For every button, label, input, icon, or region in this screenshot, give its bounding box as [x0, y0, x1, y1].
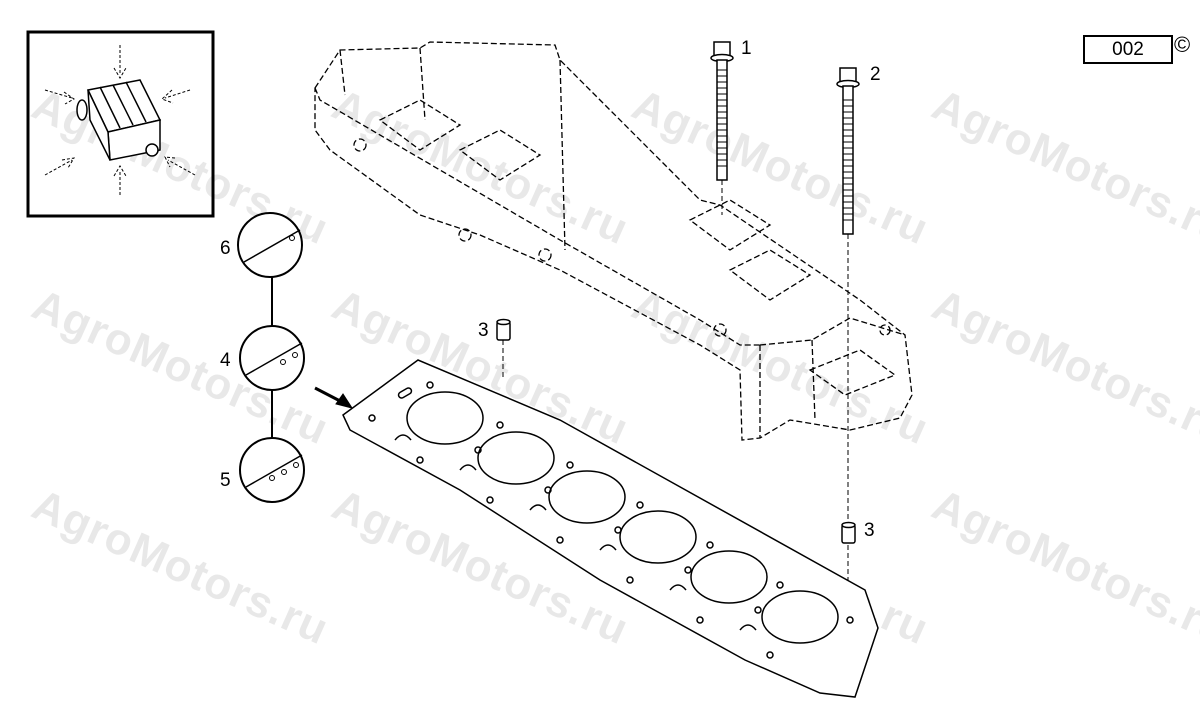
copyright-icon: © [1174, 32, 1191, 57]
callout-detail-5: 5 [220, 470, 231, 491]
detail-circle-4 [239, 325, 305, 391]
gasket-thickness-details [237, 212, 305, 503]
callout-detail-6: 6 [220, 238, 231, 259]
assembly-axis-lines [502, 180, 849, 590]
detail-circle-5 [239, 437, 305, 503]
orientation-inset [26, 30, 215, 218]
callout-detail-4: 4 [220, 350, 231, 371]
dowel-upper [496, 318, 511, 341]
diagram-code: 002 [1083, 35, 1173, 64]
direction-arrow [314, 386, 354, 409]
callout-dowel-lower: 3 [864, 520, 875, 541]
head-bolt-1 [710, 41, 734, 181]
head-bolt-2 [836, 67, 860, 235]
callout-bolt-1: 1 [741, 38, 752, 59]
dowel-lower [841, 521, 856, 544]
detail-circle-6 [237, 212, 303, 278]
cylinder-head-gasket [342, 359, 879, 698]
callout-bolt-2: 2 [870, 64, 881, 85]
callout-dowel-upper: 3 [478, 320, 489, 341]
cylinder-head [314, 41, 913, 441]
